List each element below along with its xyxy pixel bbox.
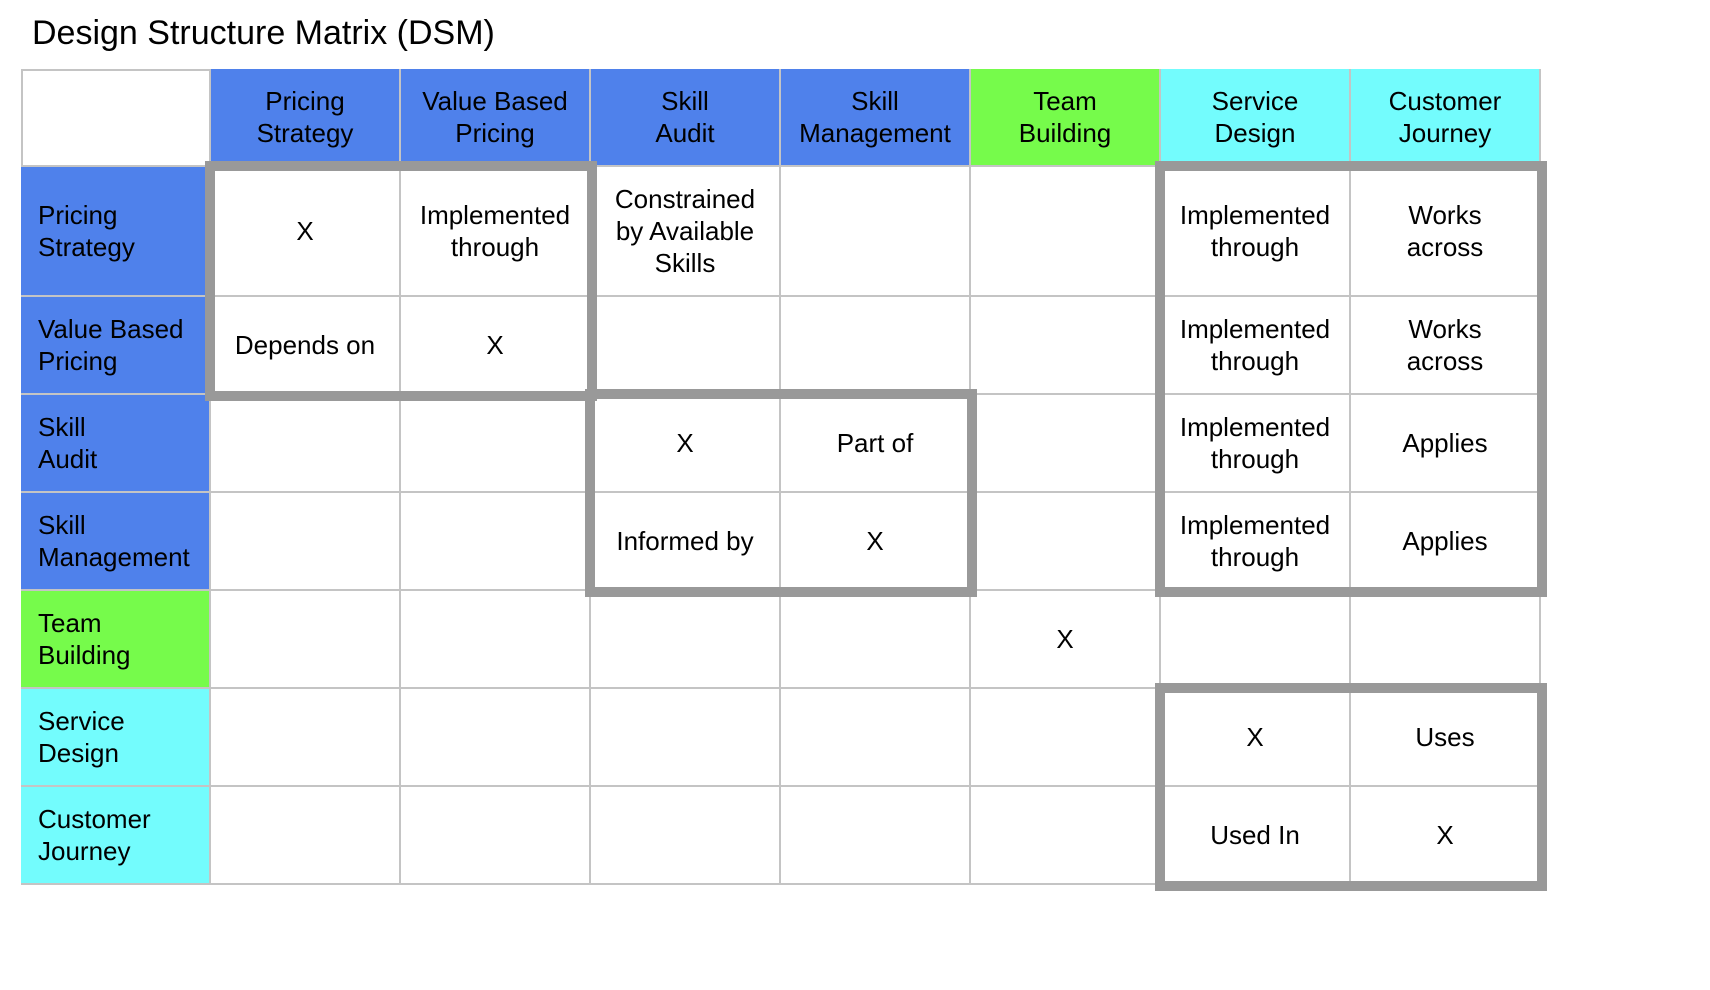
matrix-cell: [211, 493, 401, 591]
matrix-cell: Informed by: [591, 493, 781, 591]
matrix-cell: X: [591, 395, 781, 493]
matrix-cell: [781, 787, 971, 885]
page-title: Design Structure Matrix (DSM): [32, 14, 495, 52]
matrix-cell: [591, 591, 781, 689]
matrix-cell: [401, 787, 591, 885]
matrix-cell: [781, 591, 971, 689]
matrix-cell: [211, 689, 401, 787]
matrix-cell: X: [211, 167, 401, 297]
matrix-cell: [971, 395, 1161, 493]
matrix-cell: X: [1351, 787, 1541, 885]
matrix-cell: [971, 493, 1161, 591]
matrix-cell: [401, 689, 591, 787]
matrix-cell: [971, 689, 1161, 787]
matrix-cell: Uses: [1351, 689, 1541, 787]
matrix-cell: [591, 297, 781, 395]
matrix-cell: [401, 395, 591, 493]
matrix-cell: Applies: [1351, 493, 1541, 591]
matrix-cell: X: [971, 591, 1161, 689]
matrix-cell: [781, 297, 971, 395]
corner-cell: [21, 69, 211, 167]
matrix-cell: Part of: [781, 395, 971, 493]
matrix-cell: Applies: [1351, 395, 1541, 493]
matrix-cell: [971, 167, 1161, 297]
matrix-cell: X: [1161, 689, 1351, 787]
matrix-cell: X: [401, 297, 591, 395]
matrix-cell: [1161, 591, 1351, 689]
matrix-cell: [211, 591, 401, 689]
matrix-cell: [401, 591, 591, 689]
matrix-cell: [591, 689, 781, 787]
matrix-cell: [211, 787, 401, 885]
matrix-cell: [591, 787, 781, 885]
matrix-cell: [1351, 591, 1541, 689]
matrix-cell: X: [781, 493, 971, 591]
matrix-cell: [971, 297, 1161, 395]
matrix-cell: [971, 787, 1161, 885]
matrix-cell: Used In: [1161, 787, 1351, 885]
matrix-cell: [211, 395, 401, 493]
matrix-cell: Depends on: [211, 297, 401, 395]
matrix-cell: [781, 689, 971, 787]
matrix-cell: [781, 167, 971, 297]
matrix-cell: [401, 493, 591, 591]
